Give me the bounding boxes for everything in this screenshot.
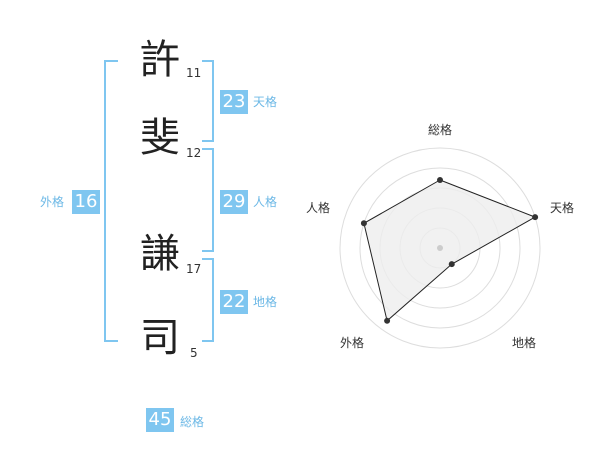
name-char-1: 許: [140, 37, 180, 83]
name-char-2: 斐: [140, 115, 180, 161]
radar-point-0: [437, 177, 443, 183]
gaikaku-value: 16: [72, 190, 100, 214]
chikaku-label: 地格: [253, 295, 278, 309]
radar-polygon: [363, 179, 537, 322]
radar-point-2: [448, 261, 455, 268]
radar-label-top: 総格: [428, 122, 452, 137]
radar-ring: [359, 167, 521, 329]
chikaku-bracket: [202, 258, 214, 342]
radar-point-1: [532, 214, 539, 221]
name-char-4: 司: [140, 315, 180, 361]
stroke-count-3: 17: [186, 262, 202, 276]
stroke-count-1: 11: [186, 66, 202, 80]
tenkaku-value: 23: [220, 90, 248, 114]
gaikaku-label: 外格: [40, 195, 65, 209]
radar-label-bottom-left: 外格: [340, 335, 364, 350]
name-char-3: 謙: [140, 231, 180, 277]
gaikaku-bracket: [104, 60, 118, 342]
soukaku-value: 45: [146, 408, 174, 432]
jinkaku-label: 人格: [253, 195, 278, 209]
jinkaku-value: 29: [220, 190, 248, 214]
tenkaku-bracket: [202, 60, 214, 142]
radar-label-right: 天格: [550, 200, 574, 215]
chikaku-value: 22: [220, 290, 248, 314]
stroke-count-4: 5: [190, 346, 198, 360]
radar-point-3: [384, 317, 391, 324]
radar-point-4: [360, 220, 367, 227]
soukaku-label: 総格: [180, 415, 205, 429]
jinkaku-bracket: [202, 148, 214, 252]
stroke-count-2: 12: [186, 146, 202, 160]
radar-label-left: 人格: [306, 200, 330, 215]
radar-center-dot: [437, 245, 443, 251]
tenkaku-label: 天格: [253, 95, 278, 109]
radar-label-bottom-right: 地格: [512, 335, 536, 350]
